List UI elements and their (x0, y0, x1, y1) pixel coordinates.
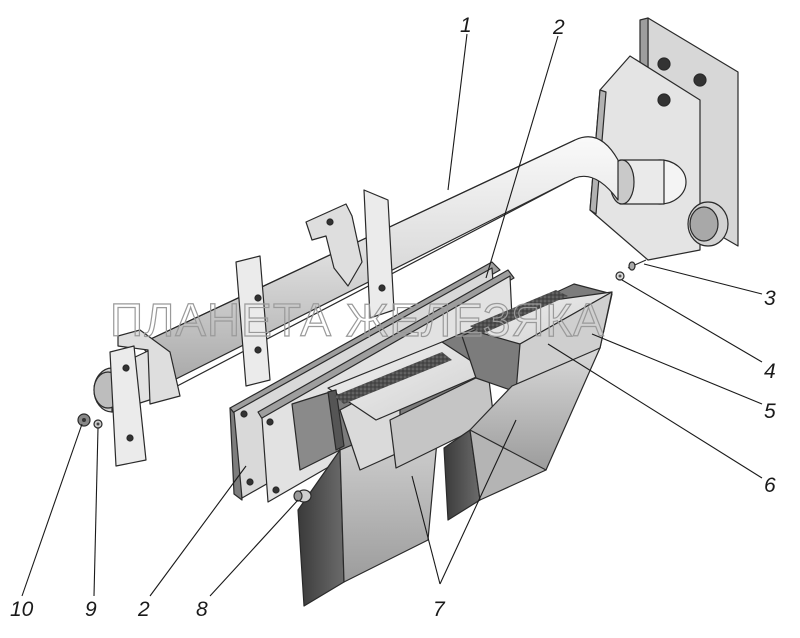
callout-2-bottom: 2 (137, 598, 150, 621)
rubber-mat-left (334, 352, 452, 404)
leader-6 (547, 343, 763, 479)
callout-8: 8 (196, 598, 208, 621)
callout-2-top: 2 (552, 16, 565, 39)
callout-6: 6 (764, 474, 776, 497)
mudflap-housing-right (443, 283, 613, 521)
callout-4: 4 (764, 360, 776, 383)
leader-7b (439, 419, 517, 585)
clamp-strap-right (305, 189, 395, 319)
watermark-text: ПЛАНЕТА ЖЕЛЕЗЯКА (110, 294, 605, 346)
callout-1: 1 (460, 14, 472, 37)
callout-10: 10 (10, 598, 34, 621)
leader-2-bottom (149, 465, 247, 597)
leader-4 (621, 279, 763, 363)
leader-5 (591, 333, 763, 405)
mounting-bracket (589, 17, 739, 261)
leader-lines (21, 33, 763, 597)
mudflap-housing-left (291, 325, 495, 607)
leader-9 (93, 427, 99, 597)
clamp-strap-left (109, 329, 181, 467)
leader-2-top (485, 35, 559, 279)
leader-10 (21, 423, 83, 597)
leader-3 (643, 263, 763, 295)
leader-8 (209, 499, 299, 597)
clamp-strap-middle (235, 255, 271, 387)
leader-1 (447, 33, 468, 191)
callout-3: 3 (764, 287, 776, 310)
washer-4 (615, 271, 625, 281)
callout-7: 7 (433, 598, 446, 621)
nut-10 (77, 413, 91, 427)
callout-labels: 1 2 3 4 5 6 7 8 2 9 10 (10, 14, 776, 621)
leader-7a (411, 475, 441, 585)
rubber-mat-right (470, 290, 568, 334)
washer-9 (93, 419, 103, 429)
bolt-8 (293, 489, 312, 503)
callout-9: 9 (85, 598, 97, 621)
callout-5: 5 (764, 400, 776, 423)
bolt-3 (627, 259, 647, 271)
